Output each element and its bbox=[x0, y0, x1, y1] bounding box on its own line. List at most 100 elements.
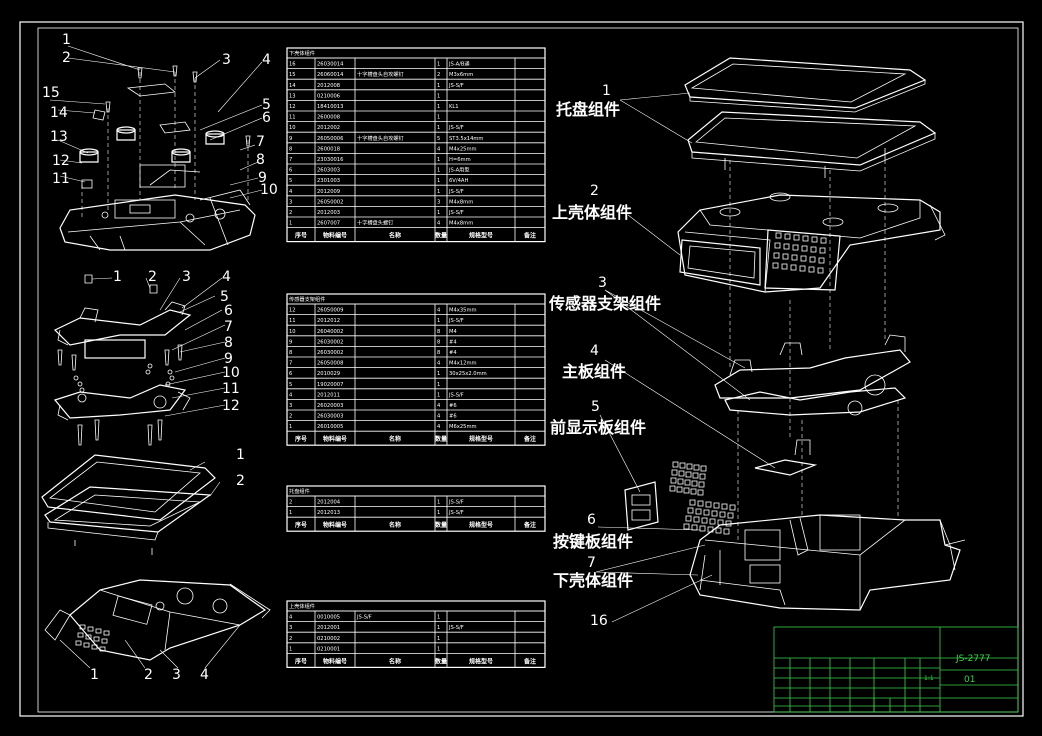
table-cell: 30x25x2.0mm bbox=[449, 371, 487, 377]
leader-label-main-board-assembly: 主板组件 bbox=[562, 362, 627, 381]
table-cell: 2012009 bbox=[317, 189, 340, 195]
callout-b-4: 4 bbox=[222, 269, 231, 285]
table-cell: H=6mm bbox=[449, 157, 471, 163]
table-header: 规格型号 bbox=[469, 521, 493, 529]
table-cell: 26020003 bbox=[317, 403, 343, 409]
table-cell: 5 bbox=[437, 136, 440, 142]
table-cell: 2607007 bbox=[317, 221, 340, 227]
table-cell: 1 bbox=[437, 62, 440, 68]
table-header: 备注 bbox=[523, 657, 536, 665]
table-cell: JS-A用型 bbox=[448, 166, 470, 174]
leader-num-4: 4 bbox=[590, 343, 599, 359]
callout-a-13: 13 bbox=[50, 129, 68, 145]
leader-label-lower-housing-assembly: 下壳体组件 bbox=[553, 571, 634, 590]
callout-b-12: 12 bbox=[222, 398, 240, 414]
table-cell: 4 bbox=[437, 308, 441, 314]
table-cell: M4 bbox=[449, 329, 457, 335]
table-cell: 8 bbox=[437, 329, 440, 335]
table-cell: 12 bbox=[289, 104, 296, 110]
table-cell: JS-S/F bbox=[448, 83, 464, 89]
table-cell: 1 bbox=[437, 392, 440, 398]
table-cell: 6 bbox=[289, 371, 292, 377]
table-cell: 2 bbox=[289, 636, 292, 642]
table-cell: 26040002 bbox=[317, 329, 343, 335]
table-title: 上壳体组件 bbox=[289, 602, 315, 610]
callout-a-14: 14 bbox=[50, 105, 68, 121]
callout-b-2: 2 bbox=[148, 269, 157, 285]
table-cell: ST3.5x14mm bbox=[449, 136, 484, 142]
table-cell: 4 bbox=[437, 361, 441, 367]
table-cell: 8 bbox=[437, 339, 440, 345]
table-cell: 2 bbox=[289, 210, 292, 216]
callout-a-15: 15 bbox=[42, 85, 60, 101]
callout-a-6: 6 bbox=[262, 110, 271, 126]
table-header: 物料编号 bbox=[323, 657, 347, 665]
table-header: 名称 bbox=[389, 521, 401, 529]
leader-num-1: 1 bbox=[602, 83, 611, 99]
table-cell: 26030003 bbox=[317, 414, 343, 420]
table-cell: 4 bbox=[437, 414, 441, 420]
table-cell: 14 bbox=[289, 83, 296, 89]
table-cell: JS-S/F bbox=[448, 625, 464, 631]
table-header: 备注 bbox=[523, 521, 536, 529]
callout-d-3: 3 bbox=[172, 667, 181, 683]
table-cell: M3x6mm bbox=[449, 72, 473, 78]
table-cell: 3 bbox=[437, 199, 440, 205]
table-cell: 1 bbox=[437, 510, 440, 516]
table-cell: 1 bbox=[437, 115, 440, 121]
table-cell: 1 bbox=[437, 646, 440, 652]
table-cell: 9 bbox=[289, 339, 292, 345]
table-cell: 1 bbox=[437, 125, 440, 131]
table-cell: 26030014 bbox=[317, 62, 344, 68]
leader-label-keypad-assembly: 按键板组件 bbox=[553, 532, 634, 551]
table-cell: 2 bbox=[289, 414, 292, 420]
table-cell: 2012004 bbox=[317, 500, 341, 506]
table-cell: JS-S/F bbox=[448, 392, 464, 398]
table-cell: 11 bbox=[289, 115, 296, 121]
table-cell: 2012012 bbox=[317, 318, 340, 324]
table-cell: 26060014 bbox=[317, 72, 344, 78]
table-cell: 26050006 bbox=[317, 136, 343, 142]
title-block bbox=[773, 626, 1019, 713]
table-cell: 1 bbox=[437, 178, 440, 184]
table-cell: 8 bbox=[289, 350, 292, 356]
table-cell: 1 bbox=[437, 157, 440, 163]
leader-label-sensor-bracket-assembly: 传感器支架组件 bbox=[549, 294, 662, 313]
table-cell: 5 bbox=[289, 178, 292, 184]
table-cell: 3 bbox=[289, 199, 292, 205]
drawing-scale: 1:1 bbox=[924, 675, 934, 682]
callout-b-3: 3 bbox=[182, 269, 191, 285]
table-cell: M6x25mm bbox=[449, 424, 477, 430]
table-cell: 1 bbox=[437, 210, 440, 216]
callout-d-1: 1 bbox=[90, 667, 99, 683]
sheet-border bbox=[19, 21, 1024, 717]
callout-a-8: 8 bbox=[256, 152, 265, 168]
table-cell: KL1 bbox=[449, 104, 459, 110]
table-cell: JS-S/F bbox=[448, 510, 464, 516]
table-cell: 4 bbox=[437, 221, 441, 227]
table-cell: 13 bbox=[289, 93, 296, 99]
leader-label-front-display-assembly: 前显示板组件 bbox=[550, 418, 647, 437]
table-cell: 2 bbox=[437, 72, 440, 78]
leader-num-16: 16 bbox=[590, 613, 608, 629]
table-header: 规格型号 bbox=[469, 657, 493, 665]
table-header: 序号 bbox=[294, 435, 307, 443]
callout-b-9: 9 bbox=[224, 351, 233, 367]
table-cell: 0210001 bbox=[317, 646, 340, 652]
callout-a-9: 9 bbox=[258, 170, 267, 186]
table-cell: 1 bbox=[437, 500, 440, 506]
table-cell: 3 bbox=[289, 403, 292, 409]
callout-a-11: 11 bbox=[52, 171, 70, 187]
table-cell: #6 bbox=[449, 403, 457, 409]
table-cell: 4 bbox=[289, 189, 293, 195]
leader-num-2: 2 bbox=[590, 183, 599, 199]
table-cell: 1 bbox=[289, 424, 292, 430]
callout-a-4: 4 bbox=[262, 52, 271, 68]
callout-b-7: 7 bbox=[224, 319, 233, 335]
callout-a-7: 7 bbox=[256, 134, 265, 150]
callout-a-12: 12 bbox=[52, 153, 70, 169]
table-cell: 0010005 bbox=[317, 615, 340, 621]
